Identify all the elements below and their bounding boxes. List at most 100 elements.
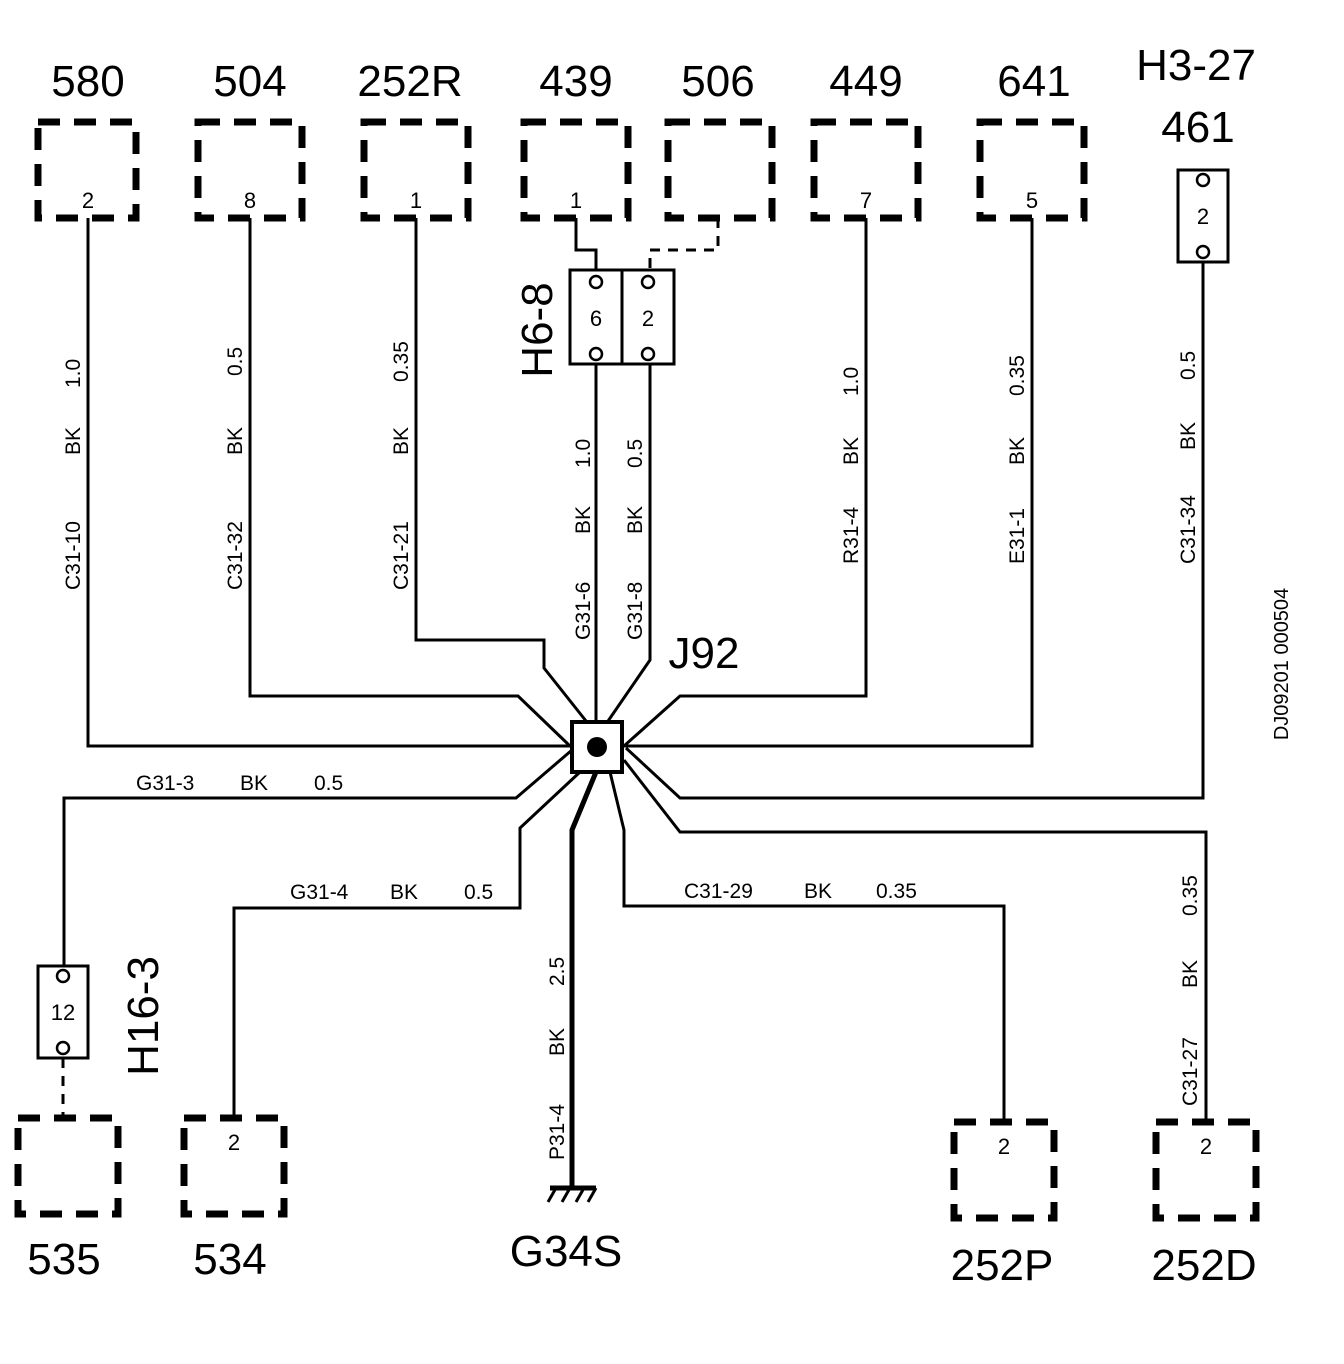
pin-label: 6 [590, 306, 602, 331]
svg-text:BK: BK [546, 1028, 569, 1056]
wire-label-r31-4: R31-4 BK 1.0 [840, 367, 863, 564]
wire-label-c31-21: C31-21 BK 0.35 [390, 341, 413, 590]
svg-text:C31-32: C31-32 [224, 521, 247, 590]
svg-text:BK: BK [840, 437, 863, 465]
svg-text:BK: BK [1177, 422, 1200, 450]
terminal [640, 346, 656, 362]
component-label-506: 506 [681, 57, 754, 106]
document-id: DJ09201 000504 [1271, 588, 1293, 740]
connector-label-h6-8: H6-8 [513, 282, 562, 377]
wire-e31-1 [624, 218, 1034, 748]
svg-text:0.5: 0.5 [1177, 351, 1200, 380]
connector-label-h3-27: H3-27 [1136, 41, 1256, 90]
component-label-641: 641 [997, 57, 1070, 106]
ground-icon [546, 1185, 598, 1203]
svg-text:E31-1: E31-1 [1006, 508, 1029, 564]
component-label-534: 534 [193, 1235, 266, 1284]
component-label-252r: 252R [357, 57, 462, 106]
svg-text:0.35: 0.35 [390, 341, 413, 382]
component-box-252p [950, 1118, 1058, 1222]
wire-p31-4 [569, 771, 599, 1188]
svg-text:1.0: 1.0 [62, 359, 85, 388]
component-label-252d: 252D [1151, 1241, 1256, 1290]
terminal [640, 274, 656, 290]
wire-c31-34 [624, 262, 1205, 800]
pin-label: 1 [410, 188, 422, 213]
terminal [588, 346, 604, 362]
wire-label-c31-29-gauge: 0.35 [876, 880, 917, 903]
wire-g31-8 [604, 364, 652, 725]
pin-label: 2 [228, 1130, 240, 1155]
wire-label-g31-3-circuit: G31-3 [136, 772, 194, 795]
wire-label-c31-27: C31-27 BK 0.35 [1179, 875, 1202, 1106]
wire-r31-4 [623, 218, 868, 748]
svg-text:BK: BK [224, 427, 247, 455]
pin-label: 2 [1197, 204, 1209, 229]
terminal [1195, 244, 1211, 260]
svg-text:C31-10: C31-10 [62, 521, 85, 590]
wire-label-c31-29-circuit: C31-29 [684, 880, 753, 903]
pin-label: 12 [51, 1000, 75, 1025]
svg-text:0.5: 0.5 [624, 439, 647, 468]
pin-label: 7 [860, 188, 872, 213]
svg-text:BK: BK [62, 427, 85, 455]
component-box-252d [1152, 1118, 1260, 1222]
svg-text:0.35: 0.35 [1179, 875, 1202, 916]
svg-text:BK: BK [572, 506, 595, 534]
svg-text:BK: BK [1179, 960, 1202, 988]
svg-text:C31-34: C31-34 [1177, 495, 1200, 564]
svg-text:1.0: 1.0 [840, 367, 863, 396]
svg-text:C31-21: C31-21 [390, 521, 413, 590]
component-label-535: 535 [27, 1235, 100, 1284]
wire-g31-3 [62, 748, 573, 966]
wire-label-e31-1: E31-1 BK 0.35 [1006, 355, 1029, 564]
wire-label-g31-3-gauge: 0.5 [314, 772, 343, 795]
svg-text:BK: BK [1006, 437, 1029, 465]
svg-text:C31-27: C31-27 [1179, 1037, 1202, 1106]
wire-label-g31-6: G31-6 BK 1.0 [572, 439, 595, 640]
wire-label-c31-10: C31-10 BK 1.0 [62, 359, 85, 590]
wire-label-c31-32: C31-32 BK 0.5 [224, 347, 247, 590]
wire-label-c31-34: C31-34 BK 0.5 [1177, 351, 1200, 564]
component-label-252p: 252P [951, 1241, 1054, 1290]
wire-label-g31-4-gauge: 0.5 [464, 881, 493, 904]
pin-label: 5 [1026, 188, 1038, 213]
wire-label-g31-4-color: BK [390, 881, 418, 904]
component-box-534 [180, 1114, 288, 1218]
component-box-580 [34, 118, 140, 222]
component-box-506 [664, 118, 776, 222]
svg-text:G31-6: G31-6 [572, 582, 595, 640]
terminal [1195, 172, 1211, 188]
svg-text:0.5: 0.5 [224, 347, 247, 376]
wire-c31-29 [608, 771, 1006, 1120]
pin-label: 1 [570, 188, 582, 213]
wire-c31-32 [248, 218, 572, 748]
wire-label-c31-29-color: BK [804, 880, 832, 903]
pin-label: 2 [998, 1134, 1010, 1159]
splice-label-j92: J92 [669, 629, 740, 678]
pin-label: 8 [244, 188, 256, 213]
wire-439-to-h6-8 [574, 218, 598, 272]
wire-label-p31-4: P31-4 BK 2.5 [546, 957, 569, 1160]
wire-g31-4 [232, 770, 582, 1118]
svg-text:0.35: 0.35 [1006, 355, 1029, 396]
connector-label-h16-3: H16-3 [119, 956, 168, 1076]
pin-label: 2 [642, 306, 654, 331]
svg-text:G31-8: G31-8 [624, 582, 647, 640]
wire-c31-10 [86, 218, 570, 748]
pin-label: 2 [82, 188, 94, 213]
svg-text:P31-4: P31-4 [546, 1104, 569, 1160]
pin-label: 2 [1200, 1134, 1212, 1159]
wire-506-to-h6-8 [648, 218, 720, 272]
terminal [55, 1040, 71, 1056]
component-label-504: 504 [213, 57, 286, 106]
svg-text:2.5: 2.5 [546, 957, 569, 986]
terminal [55, 968, 71, 984]
component-label-439: 439 [539, 57, 612, 106]
svg-text:R31-4: R31-4 [840, 506, 863, 564]
svg-text:BK: BK [624, 506, 647, 534]
component-label-580: 580 [51, 57, 124, 106]
svg-text:BK: BK [390, 427, 413, 455]
component-label-461: 461 [1161, 103, 1234, 152]
